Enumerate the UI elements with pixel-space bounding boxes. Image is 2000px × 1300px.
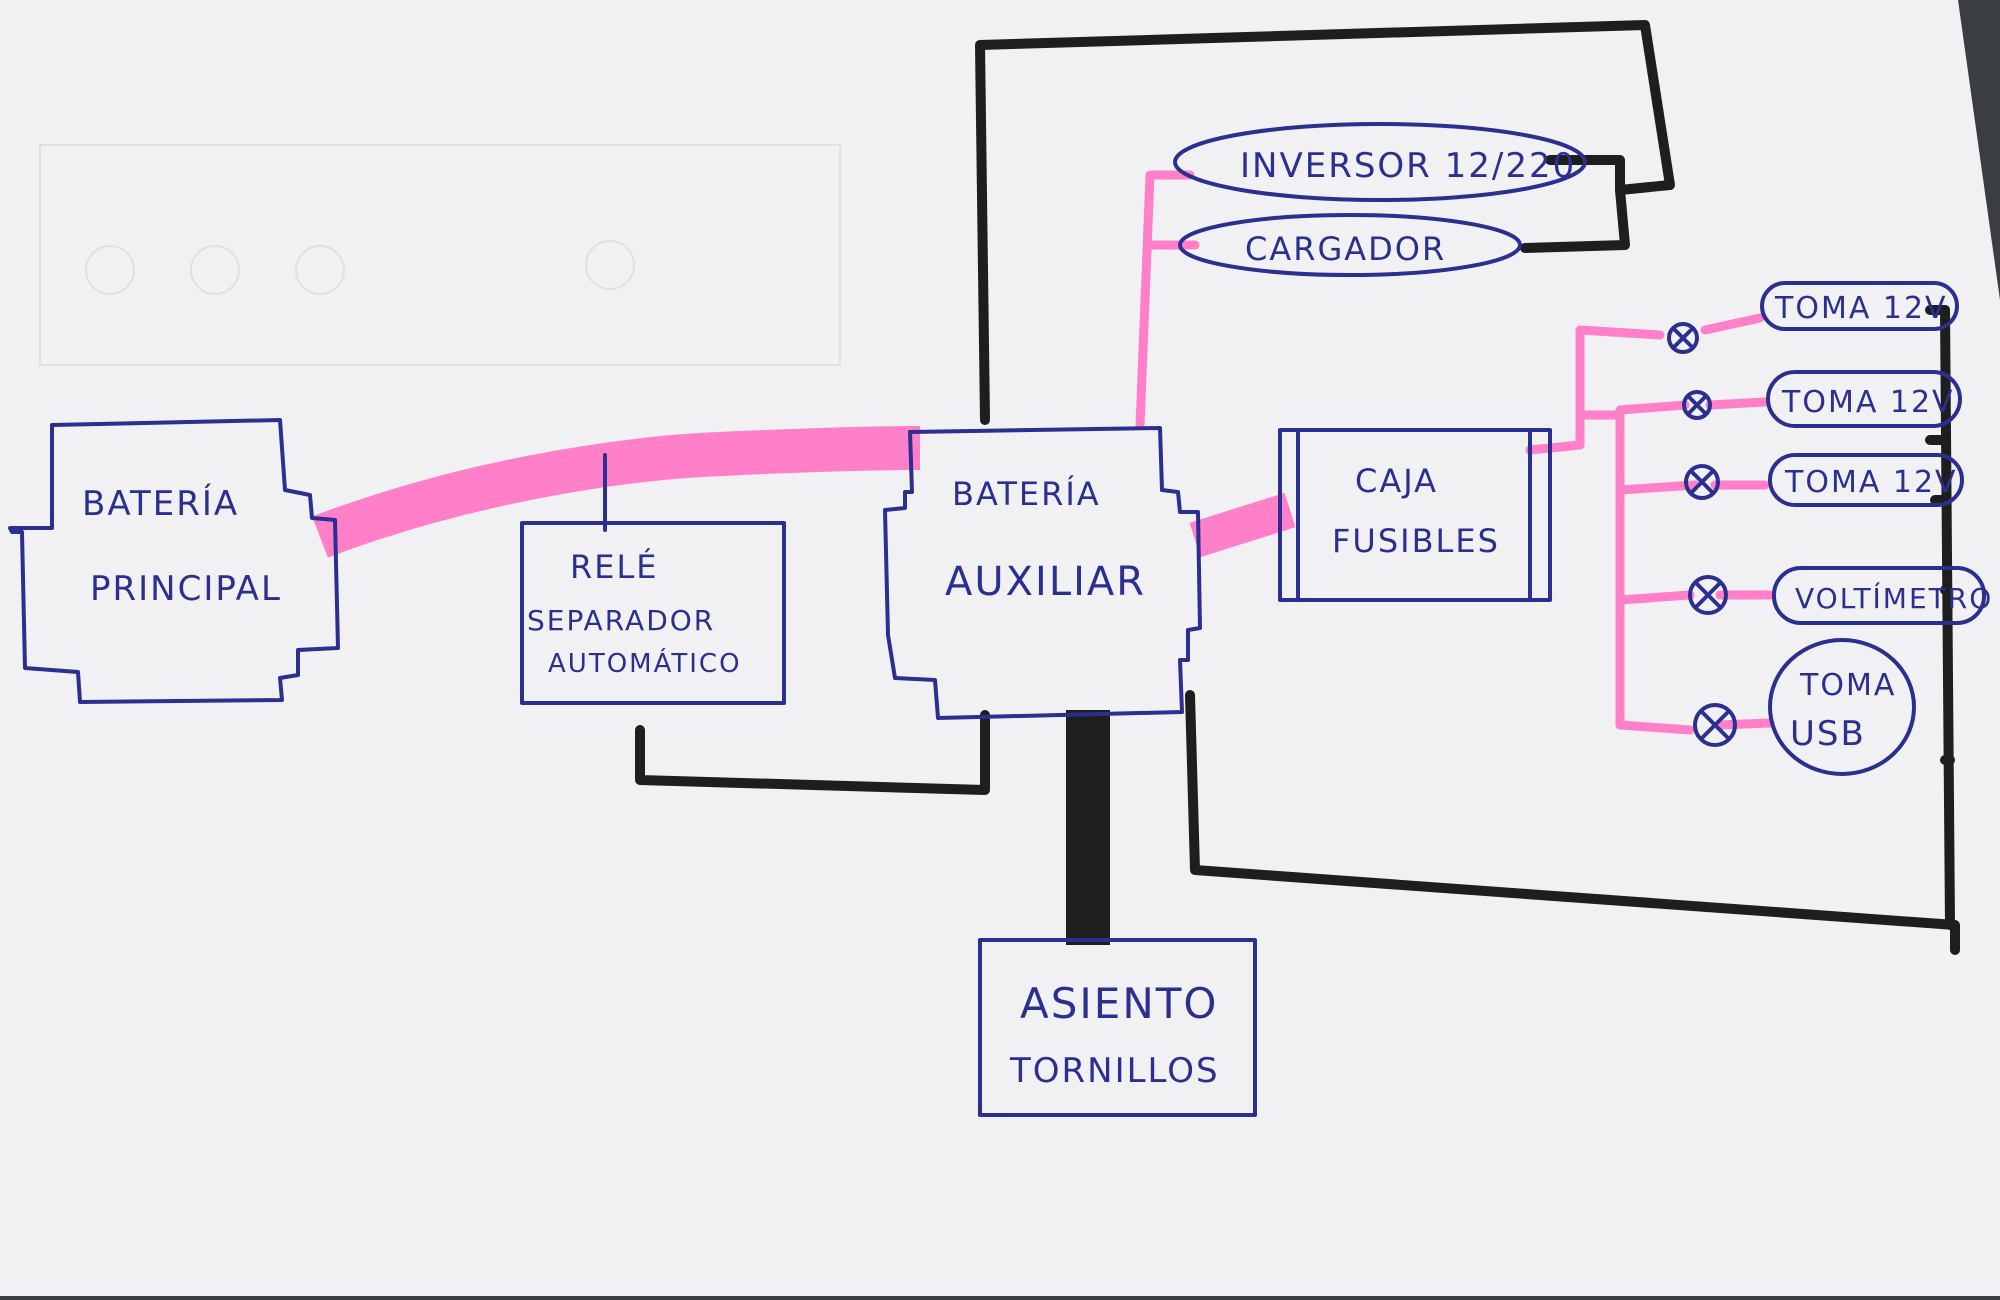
toma-2-pill	[1766, 370, 1962, 428]
inversor-label: INVERSOR 12/220	[1240, 146, 1576, 186]
rele-box	[520, 521, 786, 705]
rele-label-1: RELÉ	[570, 548, 659, 586]
caja-fusibles-label-1: CAJA	[1355, 462, 1438, 500]
asiento-label-1: ASIENTO	[1020, 979, 1218, 1028]
toma-2-label: TOMA 12V	[1781, 385, 1955, 420]
rele-label-3: AUTOMÁTICO	[548, 647, 742, 679]
toma-usb-label-1: TOMA	[1799, 668, 1896, 703]
bateria-auxiliar-label-2: AUXILIAR	[945, 559, 1146, 605]
asiento-label-2: TORNILLOS	[1009, 1051, 1220, 1091]
faint-bleed-through	[39, 144, 841, 366]
inversor-ellipse	[1173, 122, 1587, 202]
fuse-symbols	[1667, 322, 1737, 747]
cargador-ellipse	[1178, 213, 1522, 277]
caja-fusibles-box	[1278, 428, 1552, 602]
black-ground-wires	[635, 20, 1960, 955]
blue-ink-outlines	[8, 122, 1986, 1117]
pink-positive-wires	[312, 170, 1775, 735]
voltimetro-pill	[1772, 566, 1986, 625]
rele-label-2: SEPARADOR	[527, 604, 715, 637]
bateria-principal-label-1: BATERÍA	[82, 483, 239, 524]
toma-usb-ellipse	[1768, 638, 1916, 776]
cargador-label: CARGADOR	[1245, 230, 1446, 268]
caja-fusibles-label-2: FUSIBLES	[1332, 522, 1500, 560]
toma-3-label: TOMA 12V	[1784, 465, 1958, 500]
bateria-auxiliar-box	[883, 426, 1202, 720]
toma-1-pill	[1760, 281, 1959, 331]
bateria-auxiliar-label-1: BATERÍA	[952, 475, 1101, 513]
asiento-box	[978, 938, 1257, 1117]
toma-1-label: TOMA 12V	[1774, 291, 1948, 326]
labels: BATERÍA PRINCIPAL RELÉ SEPARADOR AUTOMÁT…	[82, 146, 1993, 1091]
toma-usb-label-2: USB	[1790, 714, 1866, 754]
bateria-principal-label-2: PRINCIPAL	[90, 569, 282, 609]
bateria-principal-box	[8, 418, 340, 704]
toma-3-pill	[1768, 453, 1964, 507]
voltimetro-label: VOLTÍMETRO	[1795, 581, 1993, 615]
